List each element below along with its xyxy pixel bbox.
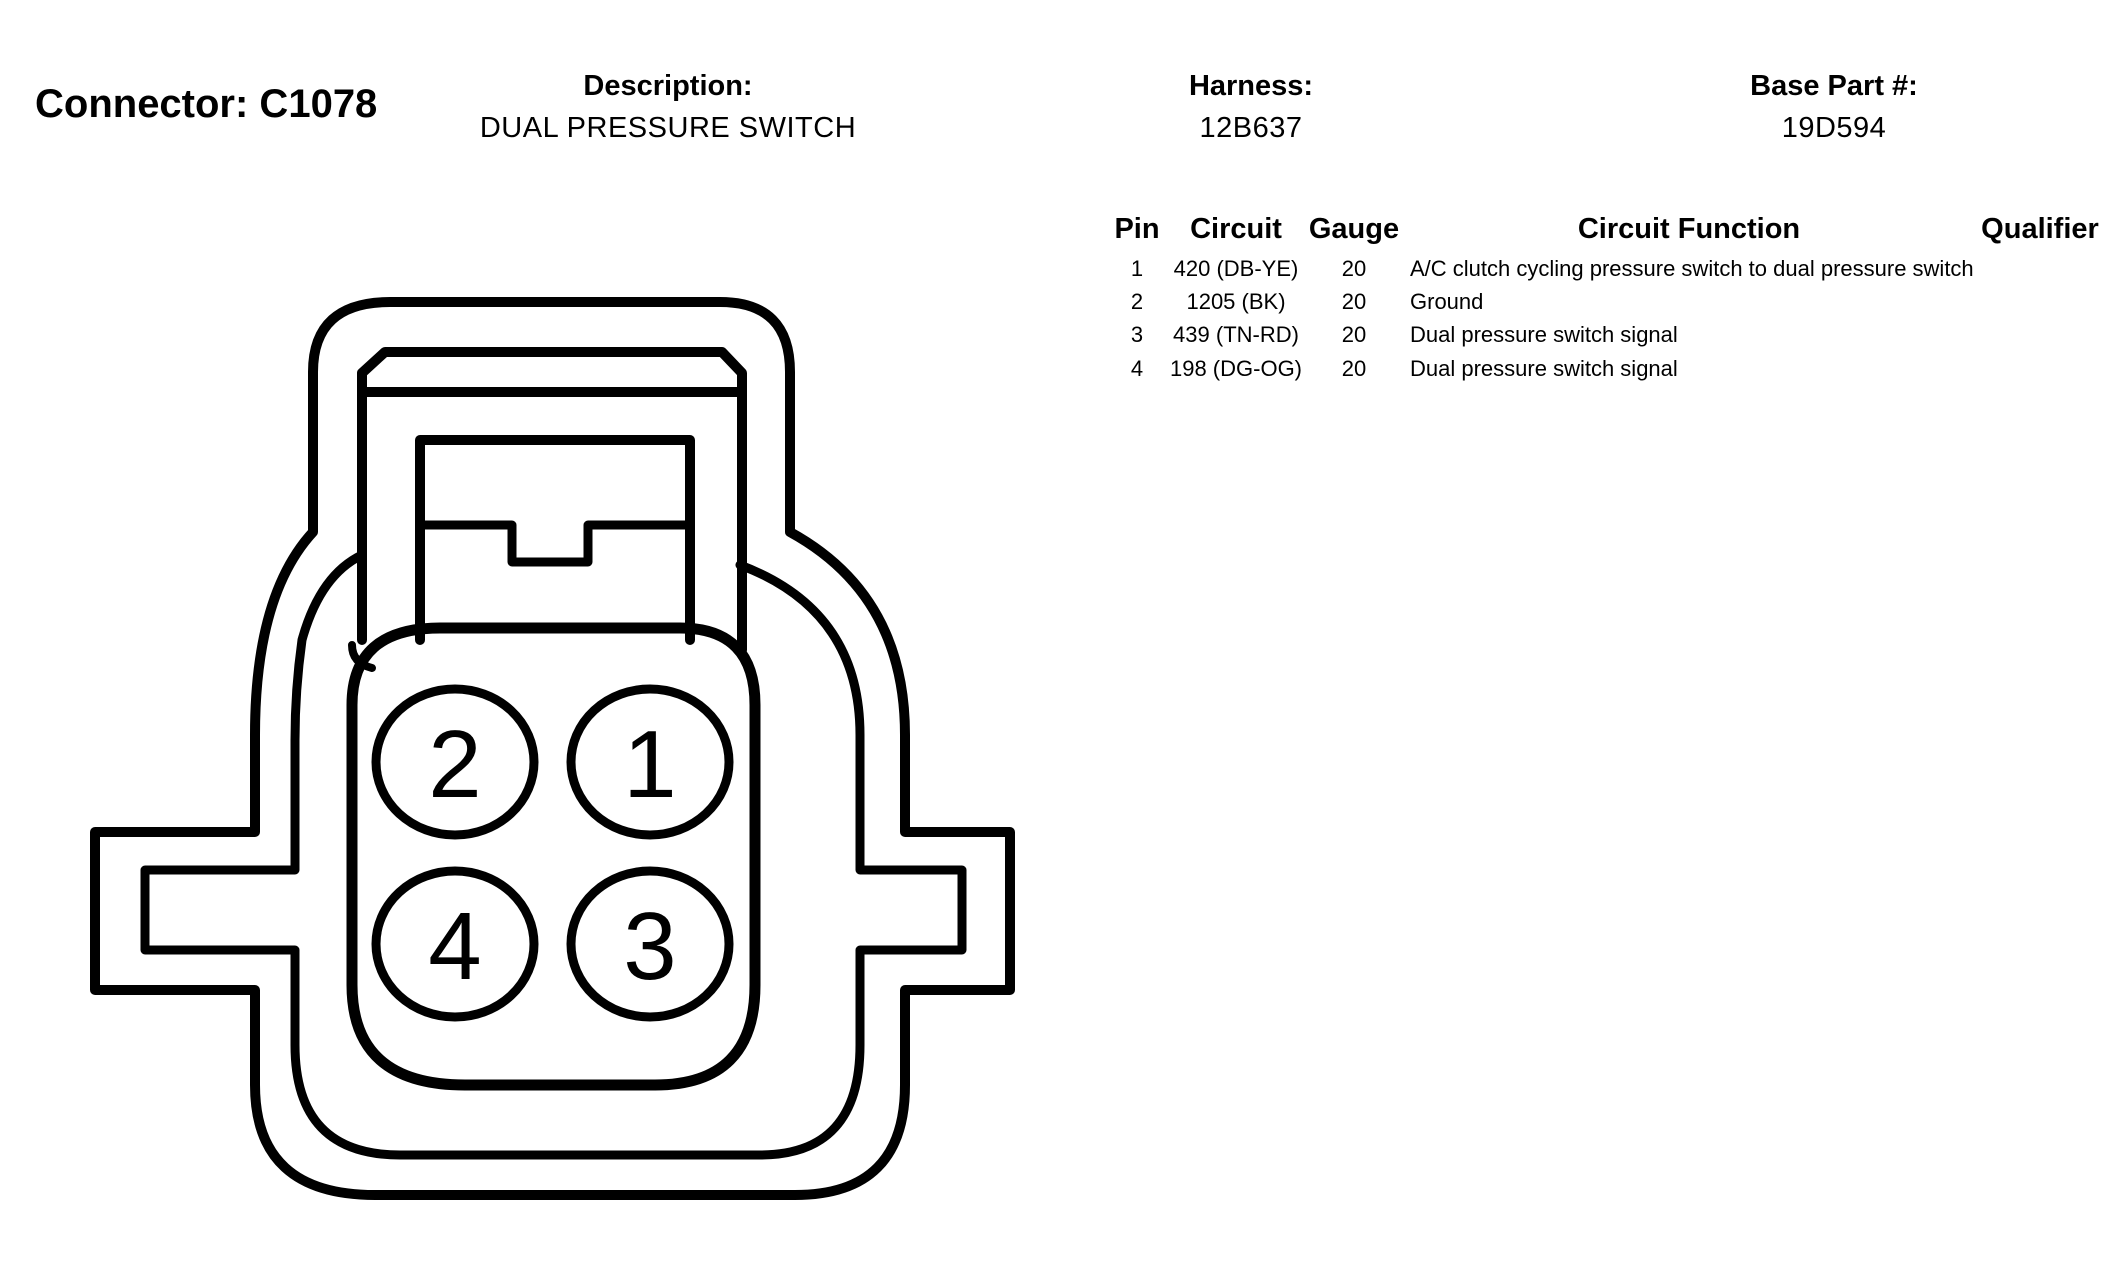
pin-4: 4 [371, 866, 539, 1022]
gauge-cell: 20 [1341, 322, 1367, 347]
circuit-cell: 439 (TN-RD) [1173, 322, 1299, 347]
pin-3: 3 [566, 866, 734, 1022]
latch-frame [357, 347, 747, 655]
column-header-gauge: Gauge [1308, 213, 1400, 245]
harness-value: 12B637 [1199, 112, 1303, 144]
circuit-function-cell: A/C clutch cycling pressure switch to du… [1410, 256, 1974, 281]
description-label: Description: [583, 70, 753, 102]
pin-cell: 2 [1130, 289, 1144, 314]
pin-cell: 1 [1130, 256, 1144, 281]
column-header-circuit-function: Circuit Function [1577, 213, 1801, 245]
latch-notch [415, 520, 695, 567]
latch-window [415, 435, 695, 645]
pin-4-number: 4 [428, 893, 481, 1000]
base-part-label: Base Part #: [1750, 70, 1918, 102]
pin-2-number: 2 [428, 711, 481, 818]
circuit-function-cell: Dual pressure switch signal [1410, 356, 1678, 381]
harness-label: Harness: [1188, 70, 1314, 102]
housing-outer-outline [90, 297, 1015, 1200]
pin-1: 1 [566, 684, 734, 840]
circuit-cell: 420 (DB-YE) [1173, 256, 1299, 281]
pin-2-circle [371, 684, 539, 840]
pin-4-circle [371, 866, 539, 1022]
pin-cell: 4 [1130, 356, 1144, 381]
pin-block [346, 622, 761, 1091]
connector-face-drawing: 2 1 4 3 [90, 297, 1015, 1200]
circuit-function-cell: Ground [1410, 289, 1484, 314]
column-header-pin: Pin [1114, 213, 1160, 245]
circuit-cell: 198 (DG-OG) [1169, 356, 1303, 381]
column-header-circuit: Circuit [1190, 213, 1282, 245]
housing-inner-outline [140, 550, 967, 1160]
column-header-qualifier: Qualifier [1981, 213, 2099, 245]
pin-2: 2 [371, 684, 539, 840]
pin-3-circle [566, 866, 734, 1022]
gauge-cell: 20 [1341, 356, 1367, 381]
gauge-cell: 20 [1341, 256, 1367, 281]
base-part-value: 19D594 [1781, 112, 1887, 144]
pin-3-number: 3 [623, 893, 676, 1000]
pin-cell: 3 [1130, 322, 1144, 347]
circuit-cell: 1205 (BK) [1186, 289, 1286, 314]
pin-1-number: 1 [623, 711, 676, 818]
gauge-cell: 20 [1341, 289, 1367, 314]
pin-1-circle [566, 684, 734, 840]
circuit-function-cell: Dual pressure switch signal [1410, 322, 1678, 347]
description-value: DUAL PRESSURE SWITCH [479, 112, 857, 144]
connector-title: Connector: C1078 [35, 82, 378, 126]
